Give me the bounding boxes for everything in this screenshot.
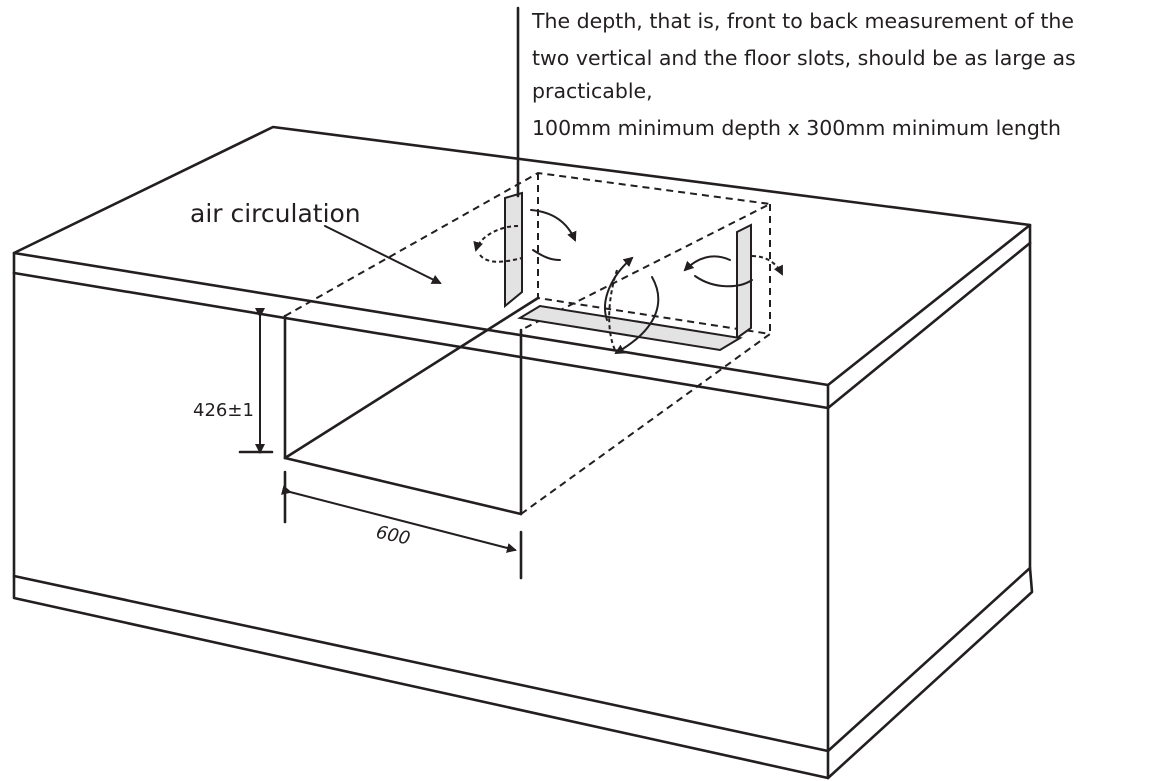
height-dimension-label: 426±1 <box>193 400 254 421</box>
cabinet-plinth <box>12 566 1034 780</box>
width-dimension-label: 600 <box>374 522 412 550</box>
right-slot-arrow-dashed <box>751 255 783 276</box>
opening-bottom-edge <box>283 456 523 516</box>
note-line-3: practicable, <box>532 79 653 103</box>
recess-outline <box>284 171 774 515</box>
floor-arrow-up <box>604 256 634 321</box>
height-dimension <box>238 308 274 454</box>
floor-slot <box>517 304 743 352</box>
ventilation-slots <box>504 191 752 352</box>
floor-arrow-down <box>614 276 660 354</box>
cabinet-worktop-lip-side <box>826 241 1032 410</box>
cabinet-worktop-lip-front <box>12 271 830 410</box>
note-line-4: 100mm minimum depth x 300mm minimum leng… <box>532 116 1061 140</box>
floor-arrow-dashed <box>608 269 618 351</box>
air-circulation-label: air circulation <box>190 199 361 228</box>
right-slot-arrow-top <box>683 255 731 272</box>
oven-opening <box>283 296 540 516</box>
pointer-arrow <box>324 225 442 284</box>
width-dimension <box>281 470 523 580</box>
air-flow-arrows <box>324 209 783 354</box>
cabinet-front-face <box>12 271 830 753</box>
left-slot-arrow-loop <box>479 254 523 263</box>
right-vertical-slot <box>736 223 752 340</box>
width-dimension-line <box>281 485 517 553</box>
right-slot-arrow-bottom <box>694 275 753 288</box>
left-vertical-slot <box>504 191 523 309</box>
note-line-1: The depth, that is, front to back measur… <box>531 9 1074 33</box>
cabinet <box>12 125 1034 780</box>
cabinet-side-face <box>826 241 1032 753</box>
note-line-2: two vertical and the floor slots, should… <box>532 46 1076 70</box>
left-slot-arrow-bottom <box>532 249 561 261</box>
left-slot-arrow-front <box>530 209 577 242</box>
opening-inner-floor-edge <box>283 296 540 460</box>
